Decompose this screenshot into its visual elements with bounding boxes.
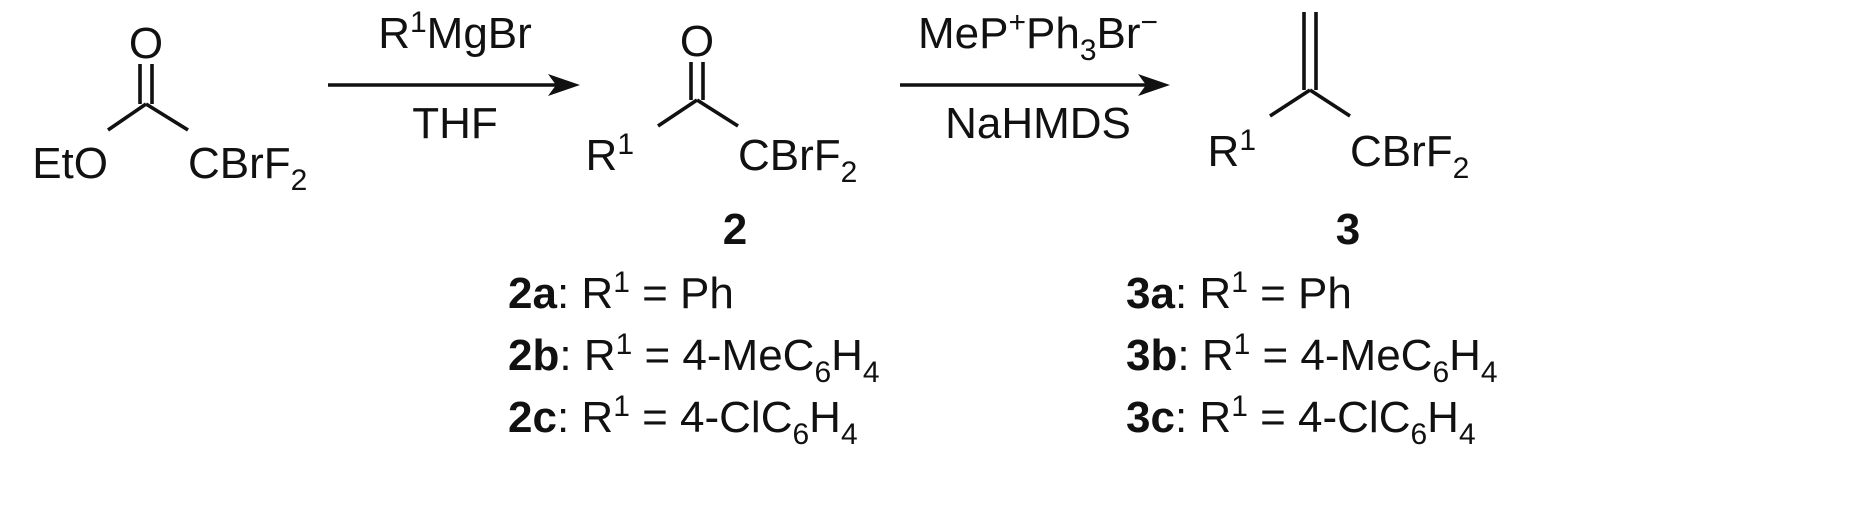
r-superscript: 1 xyxy=(1234,328,1251,361)
alkoxy-label: EtO xyxy=(32,139,108,188)
step1-reagent-rest: MgBr xyxy=(427,9,532,58)
ketone-oxygen-label: O xyxy=(680,17,714,66)
step2-sub3: 3 xyxy=(1080,34,1097,67)
substituent-text: = Ph xyxy=(1248,269,1352,318)
r-superscript: 1 xyxy=(613,266,630,299)
step1-reagent-sup: 1 xyxy=(410,6,427,39)
r-label: R xyxy=(581,269,613,318)
formula-tail: H xyxy=(1427,393,1459,442)
reactant-cbrf2-label: CBrF2 xyxy=(188,139,307,197)
ketone-r-text: R xyxy=(586,131,618,180)
colon-label: : xyxy=(559,331,583,380)
compound-entry-2a: 2a: R1 = Ph xyxy=(508,266,734,318)
bond-o-c-left xyxy=(106,102,148,132)
step1-solvent: THF xyxy=(412,99,498,148)
ketone-r-sup: 1 xyxy=(617,128,634,161)
colon-label: : xyxy=(557,393,581,442)
alkene-r-text: R xyxy=(1208,127,1240,176)
ketone-cbrf-text: CBrF xyxy=(738,131,841,180)
formula-tail: H xyxy=(831,331,863,380)
step2-arrowhead xyxy=(1138,74,1170,96)
substituent-text: = 4-ClC xyxy=(630,393,793,442)
compound-id: 3c xyxy=(1126,393,1175,442)
substituent-text: = 4-MeC xyxy=(1250,331,1432,380)
step2-plus: + xyxy=(1008,6,1026,39)
formula-subscript: 6 xyxy=(1432,356,1449,389)
compound-entry-2c: 2c: R1 = 4-ClC6H4 xyxy=(508,390,858,451)
r-label: R xyxy=(584,331,616,380)
step1-reagent: R1MgBr xyxy=(378,6,532,58)
compound-id: 2c xyxy=(508,393,557,442)
bond-c-cbrf2 xyxy=(145,102,189,132)
ketone-f-subscript: 2 xyxy=(841,156,858,189)
step1-arrow-group: R1MgBr THF xyxy=(328,6,580,148)
r-superscript: 1 xyxy=(613,390,630,423)
alkene-r-sup: 1 xyxy=(1239,124,1256,157)
formula-subscript-2: 4 xyxy=(863,356,880,389)
compound-id: 3a xyxy=(1126,269,1175,318)
r-superscript: 1 xyxy=(616,328,633,361)
alkene-bond-r-c xyxy=(1269,88,1311,118)
step2-mep: MeP xyxy=(918,9,1008,58)
step2-minus: − xyxy=(1141,6,1159,39)
ketone-bond-r-c xyxy=(657,98,698,128)
formula-tail: H xyxy=(809,393,841,442)
ketone-r-label: R1 xyxy=(586,128,634,180)
colon-label: : xyxy=(557,269,581,318)
step1-reagent-r: R xyxy=(378,9,410,58)
ketone-compound-number: 2 xyxy=(723,205,747,254)
alkene-structure: R1 CBrF2 3 xyxy=(1208,12,1469,254)
ketone-cbrf2-label: CBrF2 xyxy=(738,131,857,189)
compound-entry-3a: 3a: R1 = Ph xyxy=(1126,266,1352,318)
step2-br: Br xyxy=(1097,9,1141,58)
step2-arrow-group: MeP+Ph3Br− NaHMDS xyxy=(900,6,1170,148)
substituent-text: = 4-MeC xyxy=(632,331,814,380)
colon-label: : xyxy=(1175,269,1199,318)
r-label: R xyxy=(1202,331,1234,380)
formula-subscript: 6 xyxy=(814,356,831,389)
compound-entry-3b: 3b: R1 = 4-MeC6H4 xyxy=(1126,328,1498,389)
formula-subscript-2: 4 xyxy=(1459,418,1476,451)
alkene-cbrf-text: CBrF xyxy=(1350,127,1453,176)
r-label: R xyxy=(581,393,613,442)
compound-id: 3b xyxy=(1126,331,1177,380)
substituent-text: = 4-ClC xyxy=(1248,393,1411,442)
ester-oxygen-label: O xyxy=(129,19,163,68)
compound-id: 2b xyxy=(508,331,559,380)
ketone-bond-c-cbrf2 xyxy=(696,98,739,128)
r-label: R xyxy=(1199,269,1231,318)
alkene-f-subscript: 2 xyxy=(1453,152,1470,185)
compound-entry-3c: 3c: R1 = 4-ClC6H4 xyxy=(1126,390,1476,451)
r-superscript: 1 xyxy=(1231,390,1248,423)
formula-subscript: 6 xyxy=(1410,418,1427,451)
ketone-structure: O R1 CBrF2 2 xyxy=(586,17,858,254)
compound-entry-2b: 2b: R1 = 4-MeC6H4 xyxy=(508,328,880,389)
formula-subscript: 6 xyxy=(792,418,809,451)
step1-arrowhead xyxy=(548,74,580,96)
r-superscript: 1 xyxy=(1231,266,1248,299)
substituent-text: = Ph xyxy=(630,269,734,318)
alkene-compound-number: 3 xyxy=(1336,205,1360,254)
compound-id: 2a xyxy=(508,269,557,318)
alkene-bond-c-cbrf2 xyxy=(1309,88,1351,118)
step2-ph: Ph xyxy=(1026,9,1080,58)
alkene-cbrf2-label: CBrF2 xyxy=(1350,127,1469,185)
formula-tail: H xyxy=(1449,331,1481,380)
alkene-r-label: R1 xyxy=(1208,124,1256,176)
r-label: R xyxy=(1199,393,1231,442)
reactant-f-subscript: 2 xyxy=(291,164,308,197)
colon-label: : xyxy=(1175,393,1199,442)
formula-subscript-2: 4 xyxy=(1481,356,1498,389)
reactant-cbrf-text: CBrF xyxy=(188,139,291,188)
step2-base: NaHMDS xyxy=(945,99,1131,148)
reactant-structure: O EtO CBrF2 xyxy=(32,19,307,197)
colon-label: : xyxy=(1177,331,1201,380)
formula-subscript-2: 4 xyxy=(841,418,858,451)
step2-reagent: MeP+Ph3Br− xyxy=(918,6,1158,67)
